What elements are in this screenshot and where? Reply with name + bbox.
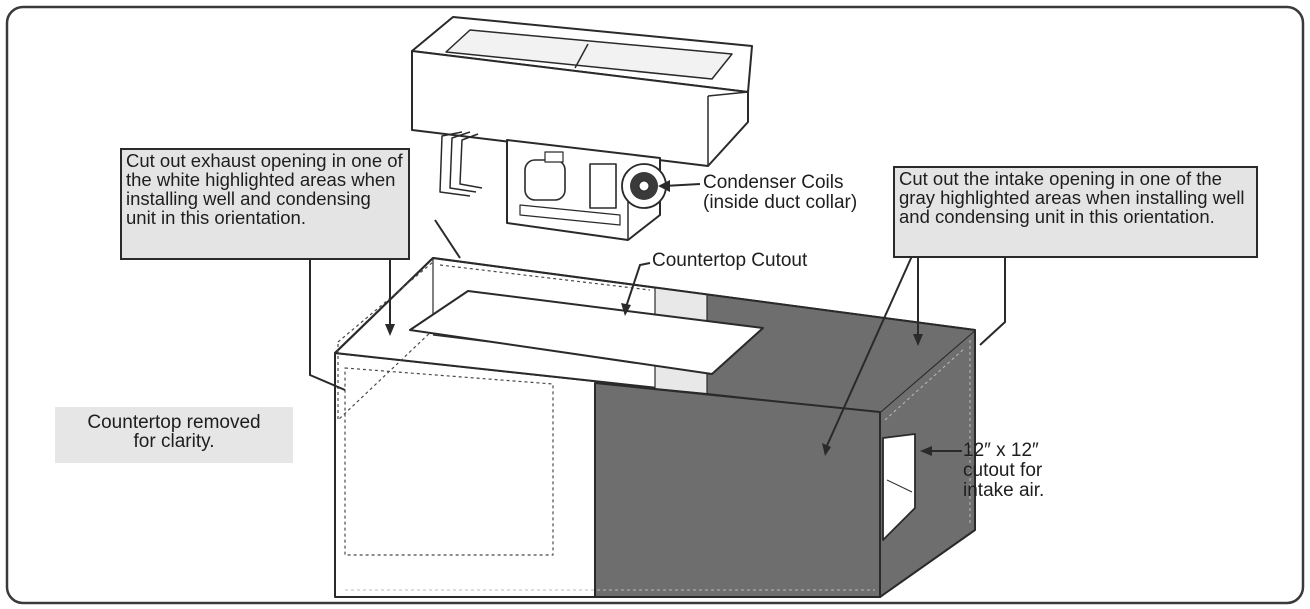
intake-callout: Cut out the intake opening in one of the…	[893, 166, 1258, 258]
leader-arrows	[385, 180, 932, 456]
countertop-cutout	[409, 290, 764, 375]
countertop-removed-note: Countertop removed for clarity.	[55, 407, 293, 463]
intake-cutout-label: 12″ x 12″ cutout for intake air.	[963, 440, 1045, 501]
well-unit	[411, 16, 753, 241]
tubing	[439, 131, 483, 197]
gray-area-front	[594, 382, 881, 598]
well-opening	[445, 29, 733, 80]
exhaust-callout: Cut out exhaust opening in one of the wh…	[120, 148, 410, 260]
compressor	[524, 159, 566, 201]
well-body	[411, 50, 749, 167]
gray-area-back	[707, 294, 975, 412]
condenser-coils-label: Condenser Coils (inside duct collar)	[703, 172, 858, 213]
intake-opening	[882, 433, 916, 541]
counter-cabinet	[334, 257, 976, 598]
white-area-front	[344, 367, 554, 556]
countertop-cutout-label: Countertop Cutout	[652, 250, 808, 271]
